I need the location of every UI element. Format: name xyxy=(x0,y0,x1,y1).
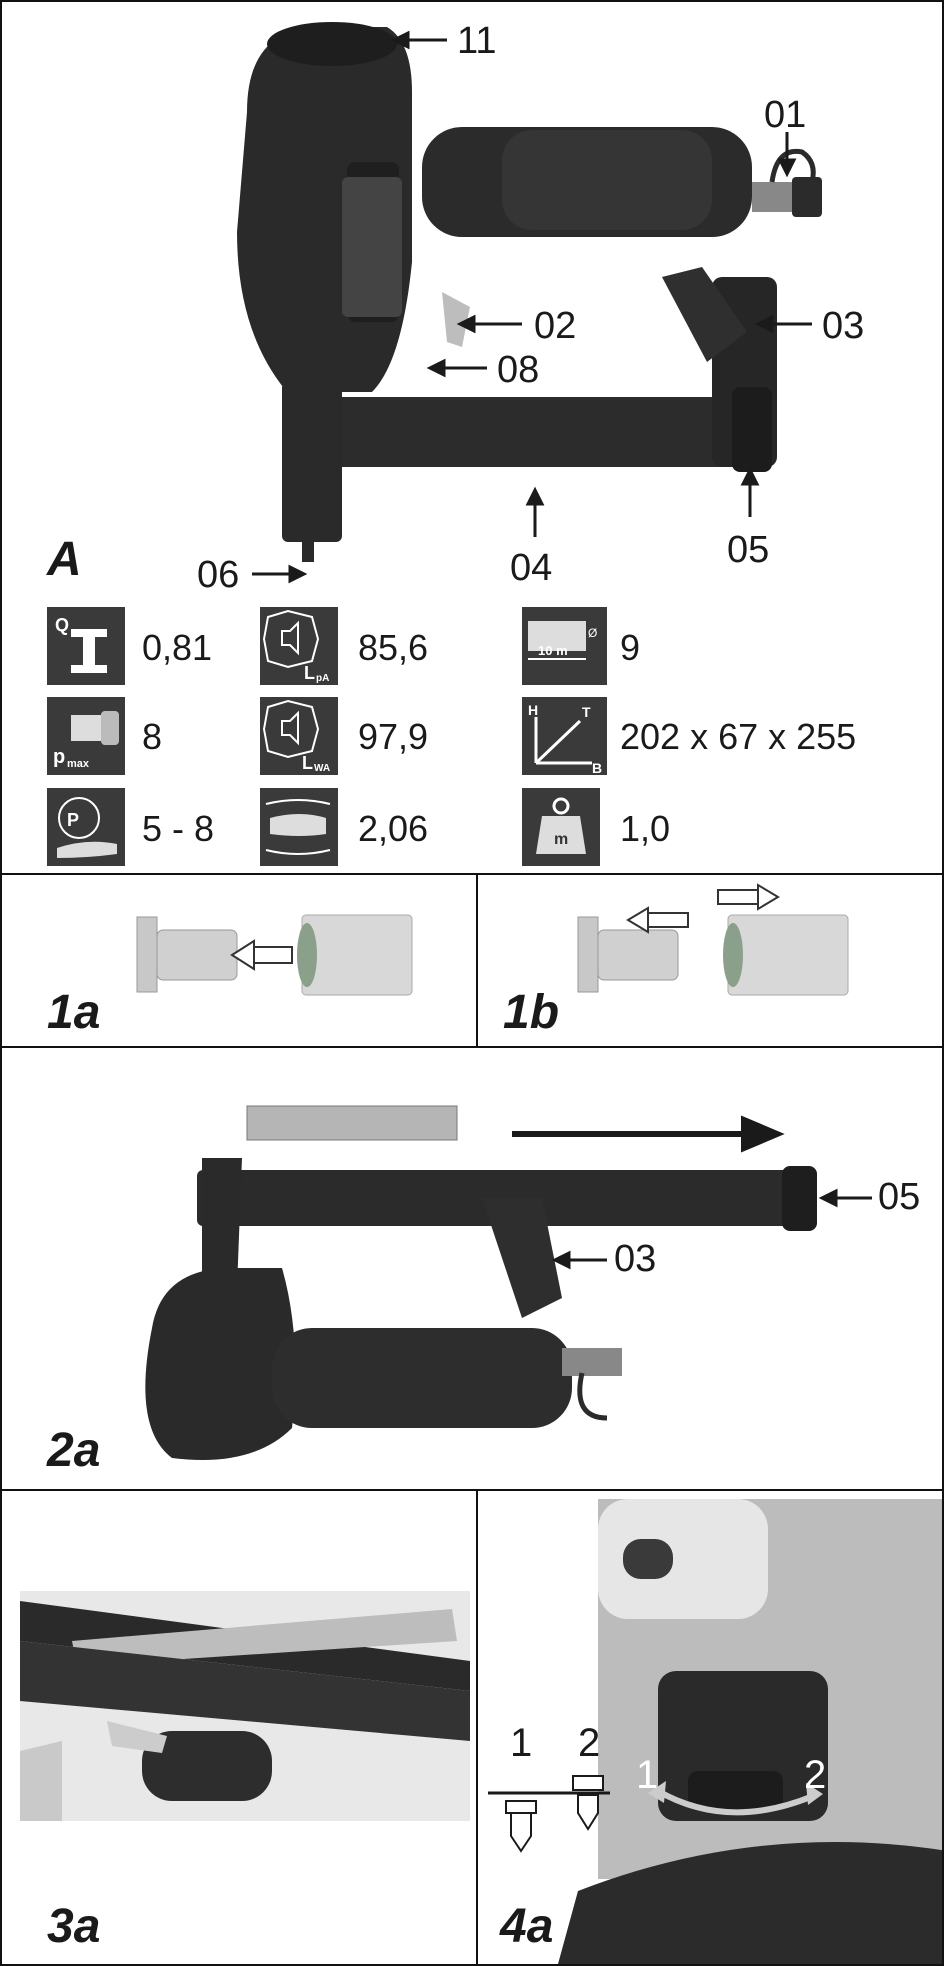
panel-3a-label: 3a xyxy=(47,1900,101,1953)
callout-02: 02 xyxy=(534,305,577,347)
callout-11: 11 xyxy=(457,20,497,62)
dimensions-icon: H T B xyxy=(522,697,607,775)
sound-pressure-value: 85,6 xyxy=(358,627,429,668)
weight-icon-m: m xyxy=(554,831,568,848)
panel-2a: 05 03 2a xyxy=(0,1046,944,1491)
weight-icon: m xyxy=(522,788,600,866)
working-pressure-icon: P xyxy=(47,788,125,866)
dial-label-2: 2 xyxy=(804,1753,827,1797)
depth-adjust-illustration xyxy=(488,1499,942,1964)
callout-08: 08 xyxy=(497,349,540,391)
panel-1a-label: 1a xyxy=(47,986,101,1039)
magazine-capacity-icon-mark: Ø xyxy=(588,626,597,640)
panel-4a: 1 2 1 2 4a xyxy=(476,1489,944,1966)
max-pressure-icon-p: p xyxy=(53,746,65,768)
weight-value: 1,0 xyxy=(620,808,671,849)
coupling-disconnect-illustration xyxy=(577,883,849,996)
callout-05-2a: 05 xyxy=(878,1176,921,1218)
dimensions-icon-t: T xyxy=(582,704,591,720)
coupling-connect-illustration xyxy=(136,914,413,996)
sound-power-icon-l: L xyxy=(302,753,313,773)
magazine-open-illustration xyxy=(145,1105,872,1460)
depth-label-2: 2 xyxy=(578,1721,601,1765)
vibration-icon xyxy=(260,788,338,866)
working-pressure-value: 5 - 8 xyxy=(142,808,215,849)
callout-05: 05 xyxy=(727,529,770,571)
dimensions-icon-h: H xyxy=(528,702,538,718)
magazine-capacity-icon: Ø 10 m xyxy=(522,607,607,685)
stapler-illustration xyxy=(237,22,822,584)
panel-a-letter: A xyxy=(47,533,82,586)
panel-1a: 1a xyxy=(0,873,478,1048)
callout-04: 04 xyxy=(510,547,553,589)
depth-label-1: 1 xyxy=(510,1721,533,1765)
panel-4a-label: 4a xyxy=(500,1900,554,1953)
working-pressure-icon-p: P xyxy=(67,810,79,830)
vibration-value: 2,06 xyxy=(358,808,429,849)
staple-loading-illustration xyxy=(20,1591,470,1821)
magazine-capacity-value: 9 xyxy=(620,627,641,668)
air-consumption-value: 0,81 xyxy=(142,627,213,668)
callout-01: 01 xyxy=(764,94,807,136)
sound-power-value: 97,9 xyxy=(358,716,429,757)
max-pressure-icon-sub: max xyxy=(67,758,90,770)
panel-3a: 3a xyxy=(0,1489,478,1966)
panel-1b: 1b xyxy=(476,873,944,1048)
max-pressure-value: 8 xyxy=(142,716,163,757)
sound-pressure-icon-sub: pA xyxy=(316,673,329,684)
panel-1b-label: 1b xyxy=(503,986,560,1039)
magazine-capacity-icon-text: 10 m xyxy=(538,643,568,658)
callout-03: 03 xyxy=(822,305,865,347)
callout-06: 06 xyxy=(197,554,240,596)
dial-label-1: 1 xyxy=(636,1753,659,1797)
dimensions-icon-b: B xyxy=(592,760,602,775)
dimensions-value: 202 x 67 x 255 xyxy=(620,716,857,757)
panel-2a-label: 2a xyxy=(47,1424,101,1477)
callout-03-2a: 03 xyxy=(614,1238,657,1280)
sound-pressure-icon-l: L xyxy=(304,663,315,683)
air-consumption-icon: Q xyxy=(47,607,125,685)
sound-power-icon-sub: WA xyxy=(314,763,330,774)
air-consumption-icon-q: Q xyxy=(55,615,69,635)
